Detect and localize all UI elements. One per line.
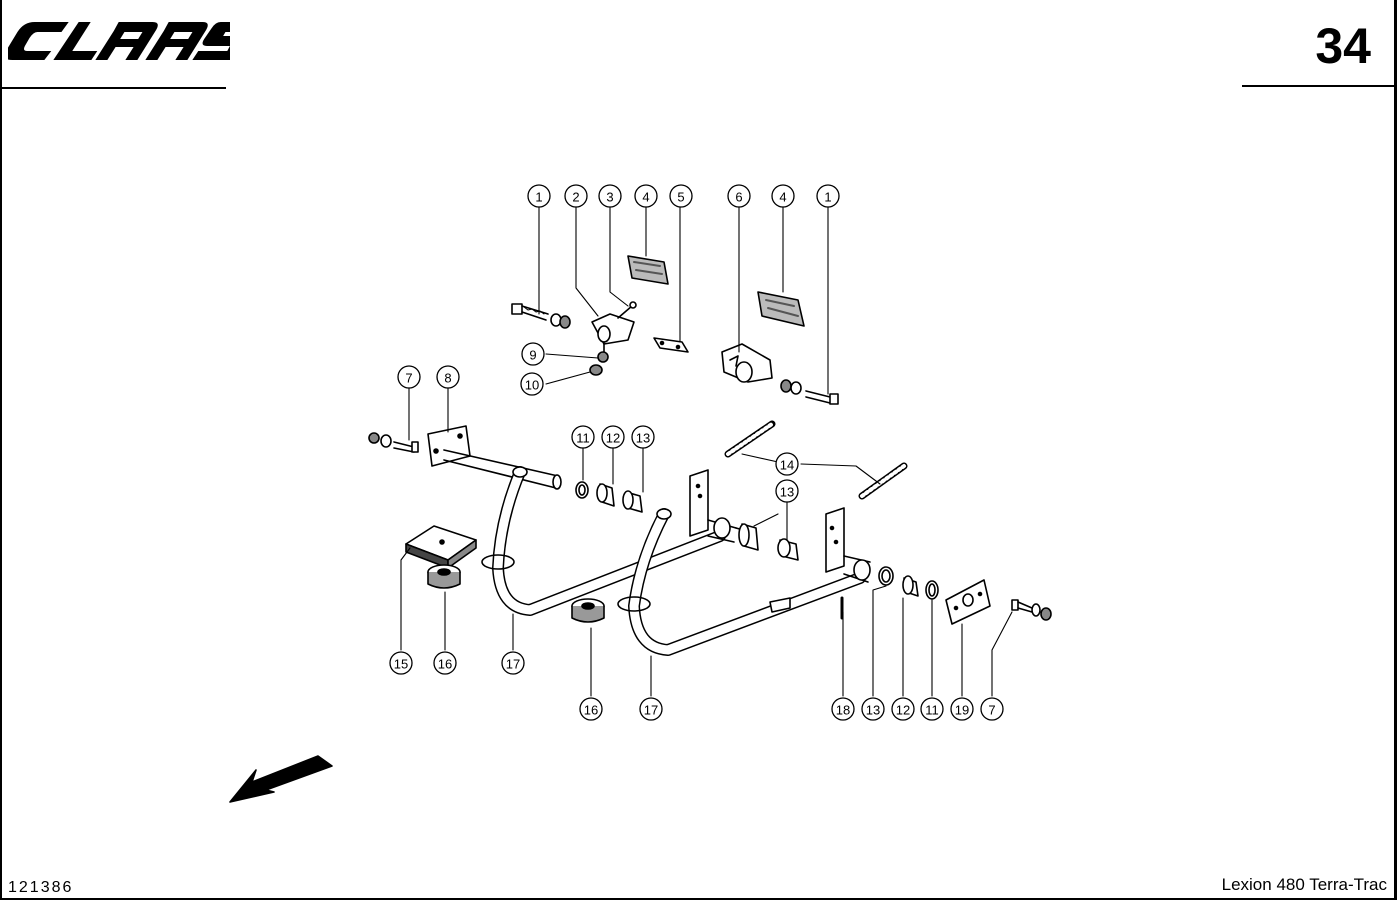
bolt-left-top	[511, 303, 571, 329]
callout-label: 6	[735, 190, 742, 205]
bolt-right-top	[780, 379, 839, 405]
callout-label: 8	[444, 371, 451, 386]
screw-small	[617, 301, 637, 319]
header-rule-left	[2, 87, 226, 89]
leader-lines	[400, 206, 1013, 697]
callout-label: 12	[896, 703, 910, 718]
ring-11-lower	[925, 580, 939, 600]
plate-19	[945, 579, 991, 625]
callout-label: 4	[642, 190, 649, 205]
frame-left-border	[0, 0, 2, 900]
step-frame-right	[617, 507, 871, 656]
model-name: Lexion 480 Terra-Trac	[1221, 875, 1387, 894]
callout-label: 1	[535, 190, 542, 205]
page-number: 34	[1315, 18, 1371, 74]
callout-label: 13	[636, 431, 650, 446]
callout-label: 5	[677, 190, 684, 205]
spring-lower	[858, 462, 908, 500]
callout-label: 13	[780, 485, 794, 500]
callout-label: 11	[576, 431, 590, 446]
callout-label: 2	[572, 190, 579, 205]
rubber-pad-left	[627, 255, 669, 285]
step-frame-left	[481, 466, 737, 616]
rubber-buffer-16-left	[427, 564, 461, 589]
frame-right-border	[1394, 0, 1397, 900]
callout-label: 10	[525, 378, 539, 393]
rubber-buffer-16-right	[571, 598, 605, 623]
ring-11-upper	[575, 481, 589, 499]
callout-label: 13	[866, 703, 880, 718]
callout-label: 19	[955, 703, 969, 718]
step-bracket-right	[721, 343, 773, 383]
callout-label: 15	[394, 657, 408, 672]
callout-label: 7	[988, 703, 995, 718]
shaft-left	[427, 425, 562, 490]
bolt-right-lower	[1011, 599, 1052, 621]
callout-label: 16	[438, 657, 452, 672]
callout-label: 17	[644, 703, 658, 718]
rubber-block-15	[405, 525, 477, 569]
callout-circles	[389, 184, 1004, 721]
callout-label: 17	[506, 657, 520, 672]
callout-label: 1	[824, 190, 831, 205]
callout-label: 4	[779, 190, 786, 205]
callout-label: 7	[405, 371, 412, 386]
bolt-left-mid	[368, 432, 419, 453]
direction-arrow	[229, 755, 333, 803]
spring-upper	[724, 420, 776, 458]
drawing-number: 121386	[8, 879, 74, 896]
callout-label: 3	[606, 190, 613, 205]
callout-label: 11	[925, 703, 939, 718]
frame-bottom-border	[0, 898, 1397, 900]
callout-label: 12	[606, 431, 620, 446]
callout-label: 18	[836, 703, 850, 718]
callout-label: 16	[584, 703, 598, 718]
rubber-pad-right	[757, 291, 805, 327]
nut-small	[589, 351, 609, 376]
callout-label: 9	[529, 348, 536, 363]
header-rule-right	[1242, 85, 1394, 87]
callout-label: 14	[780, 458, 794, 473]
plate-small	[653, 337, 689, 353]
step-bracket-left	[591, 313, 635, 353]
